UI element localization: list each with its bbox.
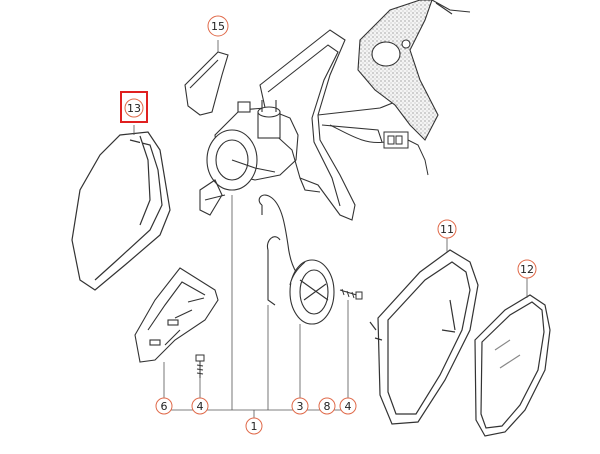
svg-text:11: 11 (440, 223, 454, 236)
svg-text:8: 8 (324, 400, 331, 413)
callout-15: 15 (207, 15, 229, 37)
callout-13: 13 (120, 91, 148, 123)
part-4-screw-right (339, 288, 363, 300)
mirror-base-gasket (357, 0, 471, 141)
svg-text:4: 4 (345, 400, 352, 413)
svg-text:12: 12 (520, 263, 534, 276)
callout-12: 12 (517, 259, 537, 279)
svg-text:1: 1 (251, 420, 258, 433)
adjuster-motor-unit (199, 100, 299, 216)
part-12-mirror-glass (474, 294, 551, 437)
callout-6: 6 (155, 397, 173, 415)
mirror-housing-bracket (259, 29, 396, 221)
callout-11: 11 (437, 219, 457, 239)
part-15-cover-piece (184, 51, 229, 116)
callout-4-right: 4 (339, 397, 357, 415)
svg-text:6: 6 (161, 400, 168, 413)
svg-text:13: 13 (127, 102, 141, 115)
part-6-inner-frame (134, 267, 219, 363)
callout-1: 1 (245, 417, 263, 435)
callout-3: 3 (291, 397, 309, 415)
callout-8: 8 (318, 397, 336, 415)
part-3-motor-disc (258, 194, 335, 325)
leader-lines (133, 40, 528, 418)
part-13-mirror-cap (71, 131, 171, 291)
part-4-screw-left (195, 354, 205, 378)
svg-text:4: 4 (197, 400, 204, 413)
part-11-mirror-frame (369, 249, 479, 425)
svg-text:15: 15 (211, 20, 225, 33)
callout-4-left: 4 (191, 397, 209, 415)
svg-text:3: 3 (297, 400, 304, 413)
connector-cable (329, 124, 429, 176)
